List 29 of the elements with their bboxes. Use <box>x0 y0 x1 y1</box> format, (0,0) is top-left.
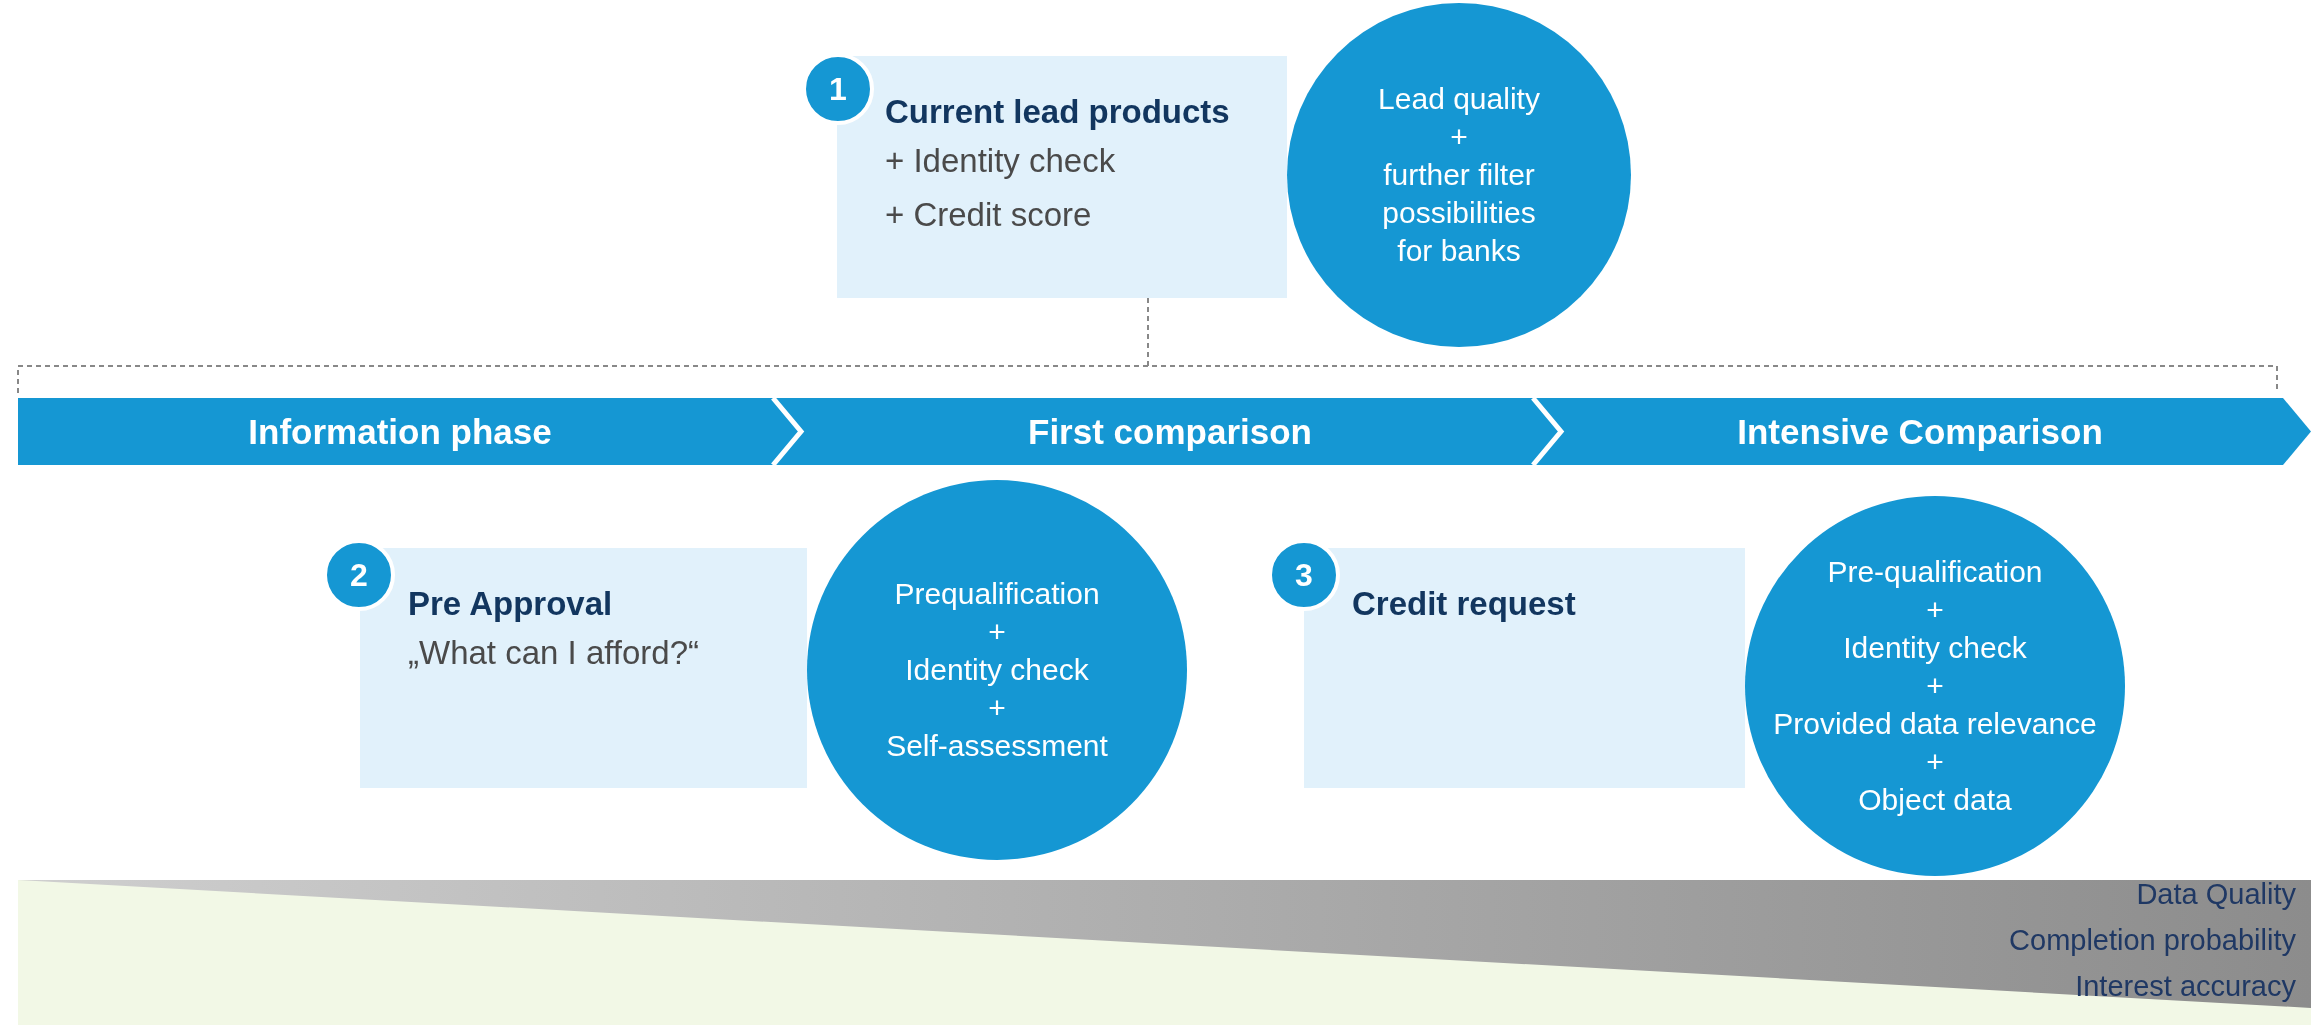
circle-text: + <box>1926 668 1944 704</box>
box-text: + Identity check <box>885 141 1117 181</box>
phase-title: Intensive Comparison <box>1580 398 2260 465</box>
circle-text: Self-assessment <box>886 728 1108 764</box>
circle-text: Pre-qualification <box>1827 554 2043 590</box>
box-heading: Pre Approval <box>408 584 614 624</box>
circle-text: + <box>1450 119 1468 155</box>
box-heading: Credit request <box>1352 584 1577 624</box>
scale-label: Data Quality <box>2136 878 2296 911</box>
circle-text: Prequalification <box>894 576 1100 612</box>
circle-text: for banks <box>1397 233 1521 269</box>
scale-label: Completion probability <box>2009 924 2296 957</box>
phase-title: First comparison <box>830 398 1510 465</box>
circle-text: + <box>1926 744 1944 780</box>
scale-label: Interest accuracy <box>2075 970 2296 1003</box>
circle-text: Provided data relevance <box>1773 706 2097 742</box>
circle-text: + <box>988 614 1006 650</box>
circle-text: Identity check <box>905 652 1089 688</box>
box-text: „What can I afford?“ <box>408 633 701 673</box>
circle-text: Lead quality <box>1378 81 1540 117</box>
circle-text: + <box>988 690 1006 726</box>
box-heading: Current lead products <box>885 92 1231 132</box>
box-text: + Credit score <box>885 195 1093 235</box>
circle-text: further filter <box>1383 157 1535 193</box>
circle-text: + <box>1926 592 1944 628</box>
circle-text: possibilities <box>1382 195 1536 231</box>
circle-text: Identity check <box>1843 630 2027 666</box>
phase-title: Information phase <box>60 398 740 465</box>
circle-text: Object data <box>1858 782 2012 818</box>
